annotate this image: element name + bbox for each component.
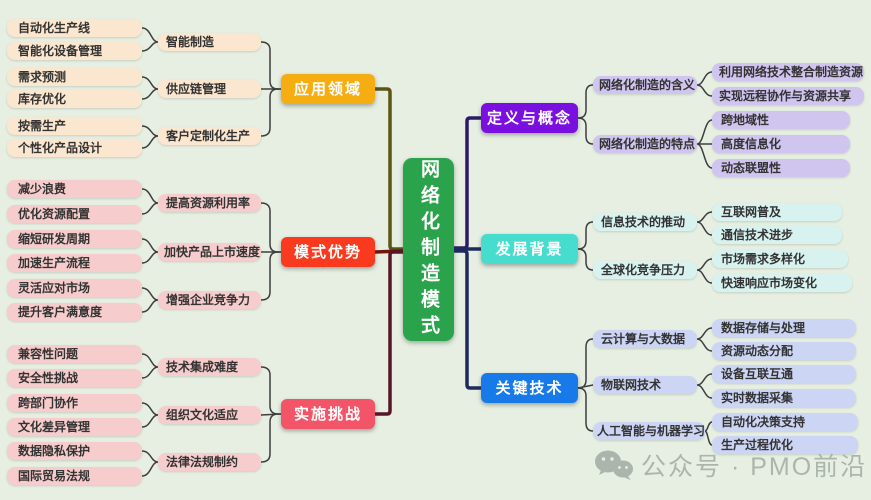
branch-key-technologies: 关键技术: [481, 373, 578, 403]
watermark: 公众号 · PMO前沿: [594, 447, 867, 483]
bracket-lines: [141, 27, 713, 477]
mindmap-subnode: 法律法规制约: [158, 453, 261, 471]
mindmap-leaf: 动态联盟性: [712, 159, 850, 177]
branch-application-areas: 应用领域: [281, 74, 375, 104]
mindmap-leaf: 实现远程协作与资源共享: [712, 87, 864, 105]
mindmap-leaf: 国际贸易法规: [7, 467, 142, 485]
wechat-icon: [595, 450, 633, 480]
mindmap-subnode: 供应链管理: [158, 80, 261, 98]
mindmap-leaf: 提升客户满意度: [7, 303, 142, 321]
mindmap-subnode: 网络化制造的特点: [593, 135, 697, 153]
mindmap-subnode: 云计算与大数据: [593, 330, 697, 348]
mindmap-leaf: 灵活应对市场: [7, 279, 142, 297]
mindmap-subnode: 技术集成难度: [158, 358, 261, 376]
mindmap-leaf: 设备互联互通: [712, 365, 856, 383]
mindmap-leaf: 实时数据采集: [712, 389, 856, 407]
mindmap-leaf: 数据隐私保护: [7, 442, 142, 460]
watermark-text: 公众号 · PMO前沿: [641, 453, 868, 481]
mindmap-leaf: 通信技术进步: [712, 226, 842, 244]
mindmap-leaf: 需求预测: [7, 68, 142, 86]
branch-implementation-challenges: 实施挑战: [281, 399, 375, 429]
mindmap-leaf: 快速响应市场变化: [712, 274, 852, 292]
mindmap-leaf: 加速生产流程: [7, 254, 142, 272]
mindmap-leaf: 资源动态分配: [712, 342, 856, 360]
trunk-lines: [373, 87, 483, 416]
mindmap-leaf: 互联网普及: [712, 203, 842, 221]
mindmap-leaf: 市场需求多样化: [712, 250, 848, 268]
mindmap-leaf: 优化资源配置: [7, 205, 142, 223]
mindmap-subnode: 物联网技术: [593, 376, 697, 394]
mindmap-leaf: 数据存储与处理: [712, 319, 856, 337]
mindmap-subnode: 人工智能与机器学习: [593, 422, 705, 440]
branch-definition-concepts: 定义与概念: [481, 103, 578, 133]
mindmap-subnode: 增强企业竞争力: [158, 291, 261, 309]
mindmap-leaf: 跨地域性: [712, 111, 850, 129]
mindmap-subnode: 加快产品上市速度: [158, 243, 261, 261]
mindmap-subnode: 信息技术的推动: [593, 213, 697, 231]
mindmap-leaf: 减少浪费: [7, 180, 142, 198]
mindmap-leaf: 跨部门协作: [7, 394, 142, 412]
mindmap-subnode: 网络化制造的含义: [593, 76, 697, 94]
center-topic: 网络化制造模式: [403, 158, 454, 341]
mindmap-leaf: 生产过程优化: [712, 436, 858, 454]
mindmap-leaf: 兼容性问题: [7, 345, 142, 363]
branch-development-background: 发展背景: [481, 234, 578, 264]
mindmap-subnode: 智能制造: [158, 33, 261, 51]
mindmap-leaf: 个性化产品设计: [7, 139, 142, 157]
mindmap-subnode: 组织文化适应: [158, 406, 261, 424]
mindmap-leaf: 缩短研发周期: [7, 230, 142, 248]
mindmap-leaf: 库存优化: [7, 90, 142, 108]
mindmap-leaf: 利用网络技术整合制造资源: [712, 63, 864, 81]
mindmap-leaf: 文化差异管理: [7, 418, 142, 436]
mindmap-leaf: 高度信息化: [712, 135, 850, 153]
mindmap-leaf: 自动化决策支持: [712, 413, 858, 431]
mindmap-subnode: 全球化竞争压力: [593, 261, 697, 279]
branch-model-advantages: 模式优势: [281, 237, 375, 267]
mindmap-leaf: 按需生产: [7, 117, 142, 135]
mindmap-subnode: 客户定制化生产: [158, 127, 261, 145]
mindmap-leaf: 安全性挑战: [7, 369, 142, 387]
mindmap-subnode: 提高资源利用率: [158, 194, 261, 212]
mindmap-leaf: 智能化设备管理: [7, 42, 142, 60]
mindmap-leaf: 自动化生产线: [7, 19, 142, 37]
